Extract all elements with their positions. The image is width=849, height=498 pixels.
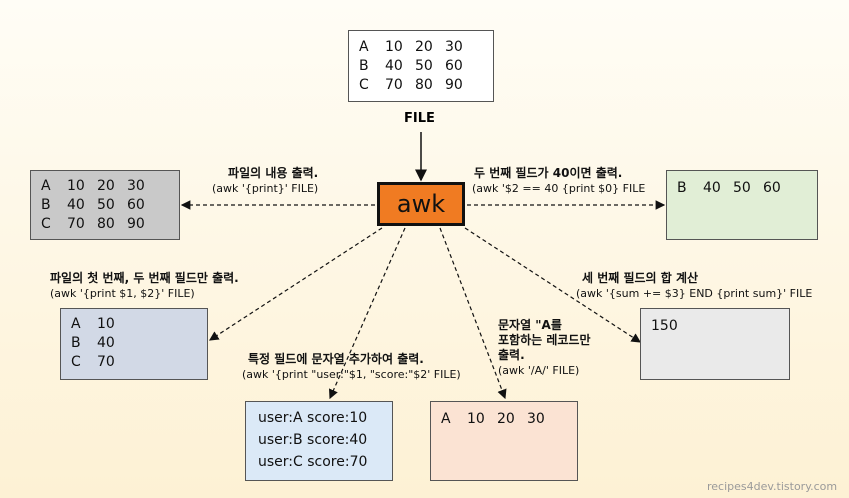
cell: 30 [127,178,145,194]
add-string-output: user:A score:10 user:B score:40 user:C s… [245,401,393,481]
match-A-title-line: 문자열 "A를 [498,318,562,332]
cell: 50 [97,197,115,213]
cell: B [677,180,687,196]
cell: 30 [527,411,545,427]
cell: 40 [67,197,85,213]
output-row: user:B score:40 [258,432,368,448]
file-row: A 10 20 30 [359,38,483,57]
output-row: C 70 80 90 [41,215,169,234]
output-row: 150 [651,318,678,334]
cell: 80 [97,216,115,232]
output-row: B 40 50 60 [677,179,807,198]
print-all-command: (awk '{print}' FILE) [212,182,319,195]
cell: 40 [703,180,721,196]
sum-title: 세 번째 필드의 합 계산 [582,271,699,285]
sum-command: (awk '{sum += $3} END {print sum}' FILE [576,287,813,300]
cell: 40 [97,335,115,351]
add-string-caption: 특정 필드에 문자열 추가하여 출력. (awk '{print "user:"… [242,352,461,382]
cell: 70 [385,77,403,93]
cell: C [41,216,51,232]
field2-title: 두 번째 필드가 40이면 출력. [474,166,623,180]
field2-command: (awk '$2 == 40 {print $0} FILE [472,182,646,195]
cell: 20 [415,39,433,55]
cell: A [71,316,81,332]
print-all-title: 파일의 내용 출력. [228,166,319,180]
cell: 70 [97,354,115,370]
match-A-caption: 문자열 "A를 포함하는 레코드만 출력. (awk '/A/' FILE) [498,318,591,378]
cell: 60 [445,58,463,74]
cell: A [359,39,369,55]
cell: C [359,77,369,93]
match-A-title-line: 출력. [498,348,525,362]
cell: 90 [445,77,463,93]
cell: 50 [733,180,751,196]
cell: A [441,411,451,427]
cell: A [41,178,51,194]
cell: 10 [67,178,85,194]
file-box: A 10 20 30 B 40 50 60 C 70 80 90 [348,30,494,102]
print-all-caption: 파일의 내용 출력. (awk '{print}' FILE) [212,166,319,196]
cell: C [71,354,81,370]
cell: 20 [97,178,115,194]
sum-caption: 세 번째 필드의 합 계산 (awk '{sum += $3} END {pri… [576,271,812,301]
match-A-output: A 10 20 30 [430,401,578,481]
file-row: B 40 50 60 [359,57,483,76]
output-row: A 10 [71,315,197,334]
output-row: user:C score:70 [258,454,368,470]
arrow-awk-to-first-second [208,227,383,341]
output-row: A 10 20 30 [441,410,567,429]
cell: B [359,58,369,74]
output-row: user:A score:10 [258,410,368,426]
cell: 10 [97,316,115,332]
arrow-awk-to-add-string [328,227,406,400]
print-all-output: A 10 20 30 B 40 50 60 C 70 80 90 [30,170,180,240]
arrow-awk-to-match-A [439,227,507,400]
cell: 10 [385,39,403,55]
cell: 40 [385,58,403,74]
cell: B [71,335,81,351]
awk-node: awk [377,182,465,226]
cell: 90 [127,216,145,232]
field2-output: B 40 50 60 [666,170,818,240]
cell: 50 [415,58,433,74]
cell: 10 [467,411,485,427]
cell: 60 [763,180,781,196]
first-second-output: A 10 B 40 C 70 [60,308,208,380]
sum-output: 150 [640,308,790,380]
add-string-title: 특정 필드에 문자열 추가하여 출력. [248,352,424,366]
file-row: C 70 80 90 [359,76,483,95]
cell: 70 [67,216,85,232]
first-second-caption: 파일의 첫 번째, 두 번째 필드만 출력. (awk '{print $1, … [50,271,239,301]
cell: B [41,197,51,213]
match-A-title-line: 포함하는 레코드만 [498,333,591,347]
add-string-command: (awk '{print "user:"$1, "score:"$2' FILE… [242,368,461,381]
first-second-title: 파일의 첫 번째, 두 번째 필드만 출력. [50,271,239,285]
watermark: recipes4dev.tistory.com [707,480,838,493]
first-second-command: (awk '{print $1, $2}' FILE) [50,287,195,300]
cell: 20 [497,411,515,427]
cell: 60 [127,197,145,213]
cell: 80 [415,77,433,93]
output-row: B 40 50 60 [41,196,169,215]
field2-caption: 두 번째 필드가 40이면 출력. (awk '$2 == 40 {print … [472,166,645,196]
output-row: A 10 20 30 [41,177,169,196]
cell: 30 [445,39,463,55]
output-row: C 70 [71,353,197,372]
file-label: FILE [404,111,435,126]
output-row: B 40 [71,334,197,353]
match-A-command: (awk '/A/' FILE) [498,364,580,377]
